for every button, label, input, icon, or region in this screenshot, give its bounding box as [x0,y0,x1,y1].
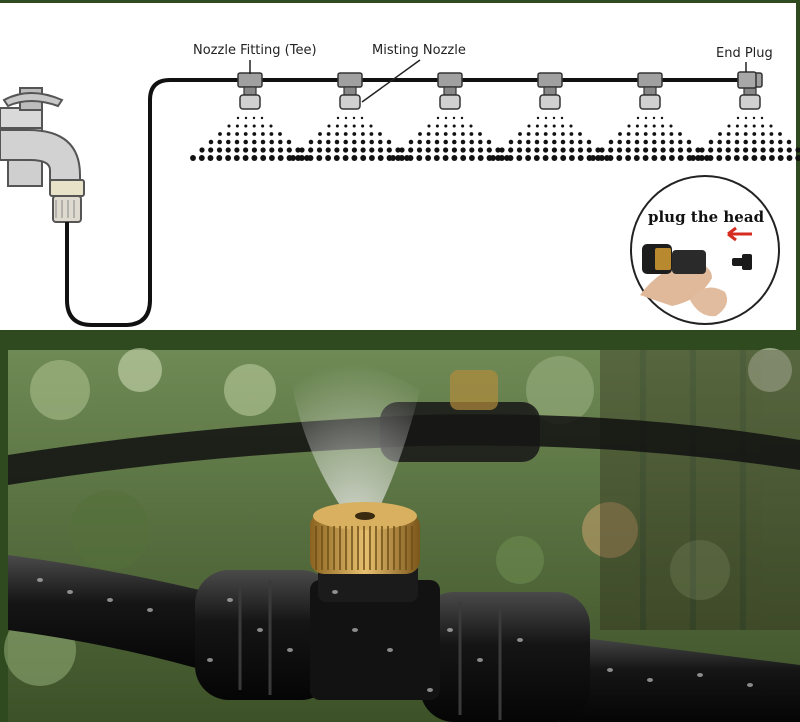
label-misting-nozzle: Misting Nozzle [372,43,466,58]
misting-nozzle-icon [739,94,761,110]
misting-nozzle-icon [339,94,361,110]
tee-fitting [337,72,363,88]
tee-fitting [537,72,563,88]
label-nozzle-fitting: Nozzle Fitting (Tee) [193,43,317,58]
spray-pattern [390,116,510,161]
mist-spray [290,363,420,522]
inset-caption: plug the head [648,208,765,226]
nozzle-row [190,72,800,161]
spray-pattern [690,116,800,161]
misting-nozzle-icon [439,94,461,110]
misting-nozzle-photo [0,330,800,722]
brass-nozzle [310,502,420,574]
nozzle-stem [443,86,457,96]
fingertip-shape [690,287,728,317]
misting-system-diagram: Nozzle Fitting (Tee) Misting Nozzle End … [0,0,800,330]
misting-nozzle-icon [639,94,661,110]
faucet-icon [0,87,85,223]
foreground-tubing-left [8,555,220,675]
red-arrow-icon [727,226,752,242]
nozzle-unit [490,72,610,161]
main-tubing [65,78,752,327]
label-end-plug: End Plug [716,46,773,61]
background-tee-fitting [380,402,540,462]
nozzle-unit [390,72,510,161]
end-plug-stem [732,258,746,266]
nozzle-stem [243,86,257,96]
spray-pattern [490,116,610,161]
nozzle-stem [343,86,357,96]
tee-fitting [637,72,663,88]
background-tubing [8,414,800,485]
frame-right [796,0,800,330]
brass-nozzle-closeup [655,248,671,270]
leader-nozzle [361,59,421,103]
misting-nozzle-icon [239,94,261,110]
plug-inset: plug the head [630,175,780,325]
background-brass-nozzle [450,370,498,410]
spray-pattern [190,116,310,161]
background-bokeh [4,348,792,686]
nozzle-stem [643,86,657,96]
foreground-tubing-right [560,635,800,722]
tube-closeup [672,250,706,274]
background-fence [600,350,800,630]
tee-fitting [437,72,463,88]
foreground-tee-fitting [195,562,590,722]
water-droplets [37,578,753,692]
end-plug-closeup [742,254,752,270]
nozzle-stem [543,86,557,96]
end-plug [737,71,757,89]
nozzle-unit [590,72,710,161]
nozzle-unit [290,72,410,161]
spray-pattern [590,116,710,161]
misting-nozzle-icon [539,94,561,110]
nozzle-unit [190,72,310,161]
spray-pattern [290,116,410,161]
frame-top [0,0,800,3]
tee-fitting [237,72,263,88]
